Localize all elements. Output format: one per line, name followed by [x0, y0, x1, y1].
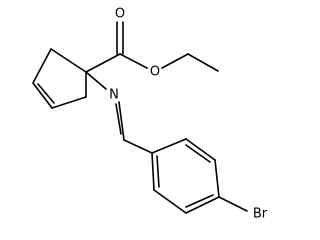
bond-ring-c3-c4-inner	[37, 83, 55, 104]
bond-ar-1-2	[151, 138, 187, 154]
ester-group	[85, 21, 219, 73]
atom-label-imine-nitrogen: N	[109, 88, 119, 103]
bond-ar-inner-2-3	[185, 144, 211, 163]
bond-ar-4-5	[185, 196, 220, 214]
atom-label-bromine: Br	[253, 207, 268, 222]
bromophenyl-ring	[151, 138, 248, 214]
bond-ring-c1-c2	[50, 48, 87, 73]
bond-ar-5-6	[153, 189, 187, 214]
bond-ch-aryl	[123, 139, 153, 154]
imine-linkage	[85, 71, 153, 154]
bond-ar-2-3	[185, 138, 216, 161]
bond-ring-c3-c4	[32, 82, 53, 109]
bond-c1-n	[85, 71, 107, 90]
bond-ar-3-4	[214, 159, 220, 198]
bond-n-ch	[118, 101, 125, 141]
atom-label-ester-oxygen: O	[150, 65, 160, 80]
atom-label-carbonyl-oxygen: O	[115, 7, 125, 22]
bond-ch2-ch3	[187, 53, 219, 72]
bond-ring-c4-c5	[51, 96, 87, 109]
bond-ar-6-1	[151, 152, 155, 191]
cyclopentene-ring	[32, 48, 87, 109]
bond-ring-c2-c3	[32, 48, 52, 84]
bond-ester-o-ch2	[161, 53, 189, 69]
bond-ar-c-br	[218, 196, 248, 212]
bond-n-ch-double	[115, 103, 122, 135]
chemical-structure-diagram: O O N Br	[32, 7, 268, 222]
bond-ar-inner-6-1	[156, 155, 160, 188]
bond-c1-carbonyl	[85, 53, 121, 73]
bond-carbonyl-ester-o	[119, 53, 148, 69]
bond-ar-inner-4-5	[185, 194, 214, 208]
